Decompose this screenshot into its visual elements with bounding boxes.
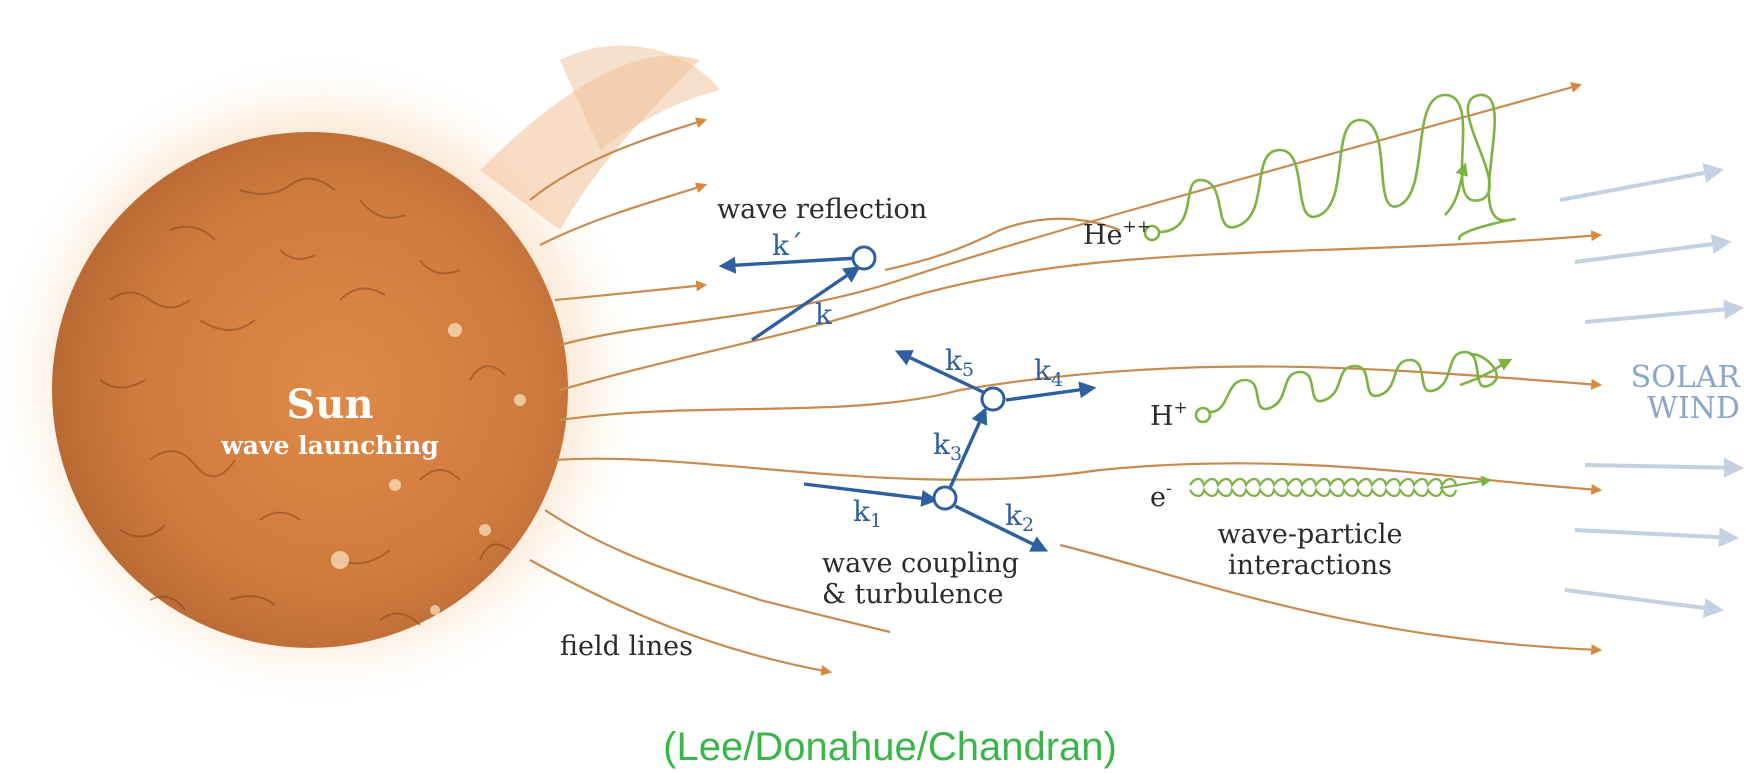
electron-label: e- (1150, 479, 1172, 513)
solar-wind-arrow (1575, 242, 1728, 262)
electron-helix (1190, 479, 1490, 496)
proton-label: H+ (1150, 398, 1188, 432)
field-lines (530, 85, 1600, 672)
solar-wind-arrow (1560, 170, 1720, 200)
wave-particle-label-line2: interactions (1228, 550, 1392, 581)
k4-label: k4 (1034, 354, 1063, 391)
field-line (560, 235, 1600, 390)
k-label: k (815, 298, 833, 331)
field-line (560, 85, 1580, 345)
wave-particle-label-line1: wave-particle (1217, 519, 1402, 550)
wave-vectors (722, 247, 1093, 550)
k1-label: k1 (853, 495, 882, 532)
reflection-node (853, 247, 875, 269)
wave-coupling-label-line1: wave coupling (822, 548, 1019, 579)
helium-label: He++ (1083, 217, 1151, 251)
sun-title: Sun (286, 381, 373, 428)
k4-arrow (1006, 388, 1093, 400)
k-prime-label: k´ (772, 229, 803, 262)
solar-wind-arrow (1575, 530, 1735, 538)
solar-wind-arrow (1585, 308, 1740, 322)
sun-subtitle: wave launching (220, 431, 438, 460)
sun: Sun wave launching (52, 132, 568, 648)
k3-label: k3 (933, 428, 962, 465)
helium-helix (1145, 95, 1515, 240)
field-lines-label: field lines (560, 631, 693, 662)
coupling-node-lower (934, 487, 956, 509)
solar-wind-label-line2: WIND (1647, 391, 1740, 426)
wave-coupling-label-line2: & turbulence (822, 579, 1004, 610)
field-line (560, 367, 1600, 420)
solar-wind-arrow (1585, 465, 1740, 468)
solar-wind-label-line1: SOLAR (1631, 360, 1742, 395)
coupling-node-upper (982, 388, 1004, 410)
k5-label: k5 (945, 344, 974, 381)
wave-reflection-label: wave reflection (717, 194, 927, 225)
proton-helix (1196, 352, 1510, 422)
solar-wind-arrow (1565, 590, 1720, 610)
credit-label: (Lee/Donahue/Chandran) (663, 725, 1117, 769)
field-line (555, 459, 1600, 490)
k2-label: k2 (1005, 499, 1034, 536)
